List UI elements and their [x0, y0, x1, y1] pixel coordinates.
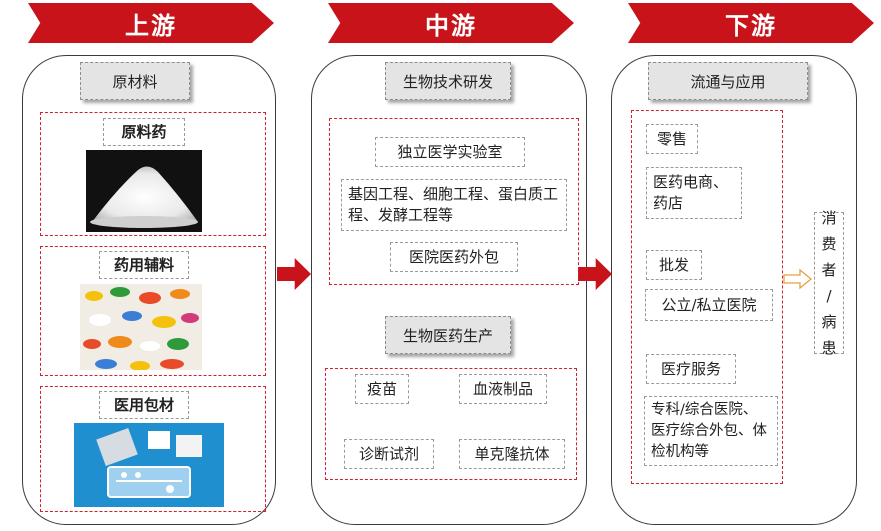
excipient-label: 药用辅料 — [99, 251, 189, 279]
flow-arrow-icon — [277, 258, 311, 290]
rd-group — [329, 118, 579, 285]
medical-supplies-icon — [96, 428, 202, 498]
api-group — [40, 112, 266, 236]
medical-service-label: 医疗服务 — [646, 354, 736, 384]
consumer-patient-box: 消 费 者 / 病 患 — [814, 209, 844, 357]
retail-label: 零售 — [646, 124, 698, 154]
excipient-group — [40, 246, 266, 376]
biopharma-production-title: 生物医药生产 — [385, 316, 511, 354]
stage-downstream-header: 下游 — [628, 3, 874, 43]
packaging-group — [40, 386, 266, 512]
blood-products-box: 血液制品 — [459, 374, 547, 404]
pills-icon — [83, 287, 199, 370]
api-label: 原料药 — [103, 118, 185, 146]
wholesale-detail-box: 公立/私立医院 — [645, 289, 773, 321]
packaging-label: 医用包材 — [99, 391, 189, 419]
diagnostic-reagent-box: 诊断试剂 — [344, 439, 434, 469]
stage-midstream-header: 中游 — [328, 3, 574, 43]
raw-materials-title: 原材料 — [80, 62, 190, 100]
production-group — [325, 368, 577, 480]
monoclonal-antibody-box: 单克隆抗体 — [459, 439, 565, 469]
wholesale-label: 批发 — [646, 250, 702, 280]
consumer-char: 者 — [821, 261, 837, 279]
independent-lab-box: 独立医学实验室 — [375, 137, 525, 167]
to-consumer-arrow-icon — [783, 268, 813, 290]
downstream-group — [631, 110, 783, 484]
consumer-char: 患 — [821, 339, 837, 357]
medical-service-detail-box: 专科/综合医院、医疗综合外包、体检机构等 — [644, 396, 778, 466]
powder-pile-icon — [90, 166, 198, 228]
powder-image — [86, 150, 202, 232]
retail-detail-box: 医药电商、药店 — [646, 167, 742, 219]
consumer-char: 费 — [821, 235, 837, 253]
consumer-char: / — [826, 287, 832, 305]
consumer-char: 消 — [821, 209, 837, 227]
packaging-image — [74, 423, 224, 507]
engineering-box: 基因工程、细胞工程、蛋白质工程、发酵工程等 — [341, 179, 567, 231]
stage-upstream-header: 上游 — [28, 3, 274, 43]
consumer-char: 病 — [821, 313, 837, 331]
distribution-application-title: 流通与应用 — [648, 62, 808, 100]
pills-image — [80, 284, 202, 370]
hospital-outsourcing-box: 医院医药外包 — [390, 242, 518, 272]
vaccine-box: 疫苗 — [355, 374, 409, 404]
biotech-rd-title: 生物技术研发 — [385, 62, 511, 100]
